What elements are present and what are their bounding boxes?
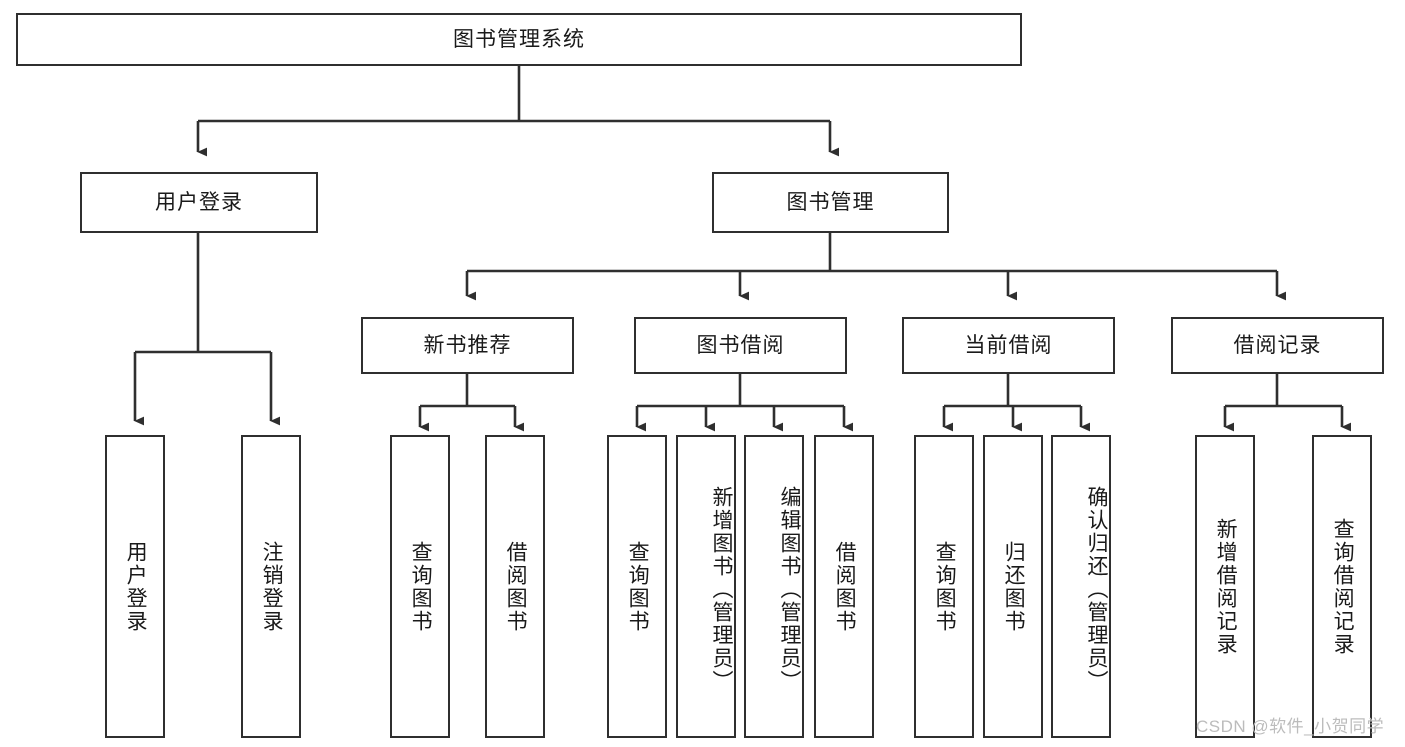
node-borrow-record-label: 借阅记录 [1233,333,1322,357]
leaf-borrow-book-1-label: 借阅图书 [504,540,528,633]
leaf-borrow-book-1[interactable]: 借阅图书 [485,435,545,738]
leaf-query-book-1-label: 查询图书 [409,540,433,633]
leaf-return-book[interactable]: 归还图书 [983,435,1043,738]
leaf-borrow-book-2-label: 借阅图书 [833,540,857,633]
node-book-manage[interactable]: 图书管理 [712,172,949,233]
leaf-confirm-return[interactable]: 确认归还（管理员） [1051,435,1111,738]
leaf-user-login-label: 用户登录 [124,540,148,633]
leaf-add-record-label: 新增借阅记录 [1214,517,1238,656]
leaf-query-book-3[interactable]: 查询图书 [914,435,974,738]
node-new-book-recommend-label: 新书推荐 [423,333,512,357]
leaf-confirm-return-label: 确认归还（管理员） [1085,486,1108,693]
node-user-login[interactable]: 用户登录 [80,172,318,233]
node-root[interactable]: 图书管理系统 [16,13,1022,66]
node-book-manage-label: 图书管理 [786,190,875,214]
leaf-query-record-label: 查询借阅记录 [1331,517,1355,656]
leaf-add-book-label: 新增图书（管理员） [710,486,733,693]
leaf-query-book-2[interactable]: 查询图书 [607,435,667,738]
leaf-query-book-3-label: 查询图书 [933,540,957,633]
leaf-return-book-label: 归还图书 [1002,540,1026,633]
node-current-borrow-label: 当前借阅 [964,333,1053,357]
leaf-add-record[interactable]: 新增借阅记录 [1195,435,1255,738]
leaf-edit-book-label: 编辑图书（管理员） [778,486,801,693]
leaf-query-book-2-label: 查询图书 [626,540,650,633]
node-new-book-recommend[interactable]: 新书推荐 [361,317,574,374]
leaf-add-book[interactable]: 新增图书（管理员） [676,435,736,738]
node-borrow-record[interactable]: 借阅记录 [1171,317,1384,374]
leaf-user-logout[interactable]: 注销登录 [241,435,301,738]
leaf-user-logout-label: 注销登录 [260,540,284,633]
leaf-query-book-1[interactable]: 查询图书 [390,435,450,738]
node-book-borrow-label: 图书借阅 [696,333,785,357]
leaf-edit-book[interactable]: 编辑图书（管理员） [744,435,804,738]
node-current-borrow[interactable]: 当前借阅 [902,317,1115,374]
leaf-user-login[interactable]: 用户登录 [105,435,165,738]
node-root-label: 图书管理系统 [453,27,585,51]
leaf-borrow-book-2[interactable]: 借阅图书 [814,435,874,738]
leaf-query-record[interactable]: 查询借阅记录 [1312,435,1372,738]
node-book-borrow[interactable]: 图书借阅 [634,317,847,374]
node-user-login-label: 用户登录 [155,190,243,214]
